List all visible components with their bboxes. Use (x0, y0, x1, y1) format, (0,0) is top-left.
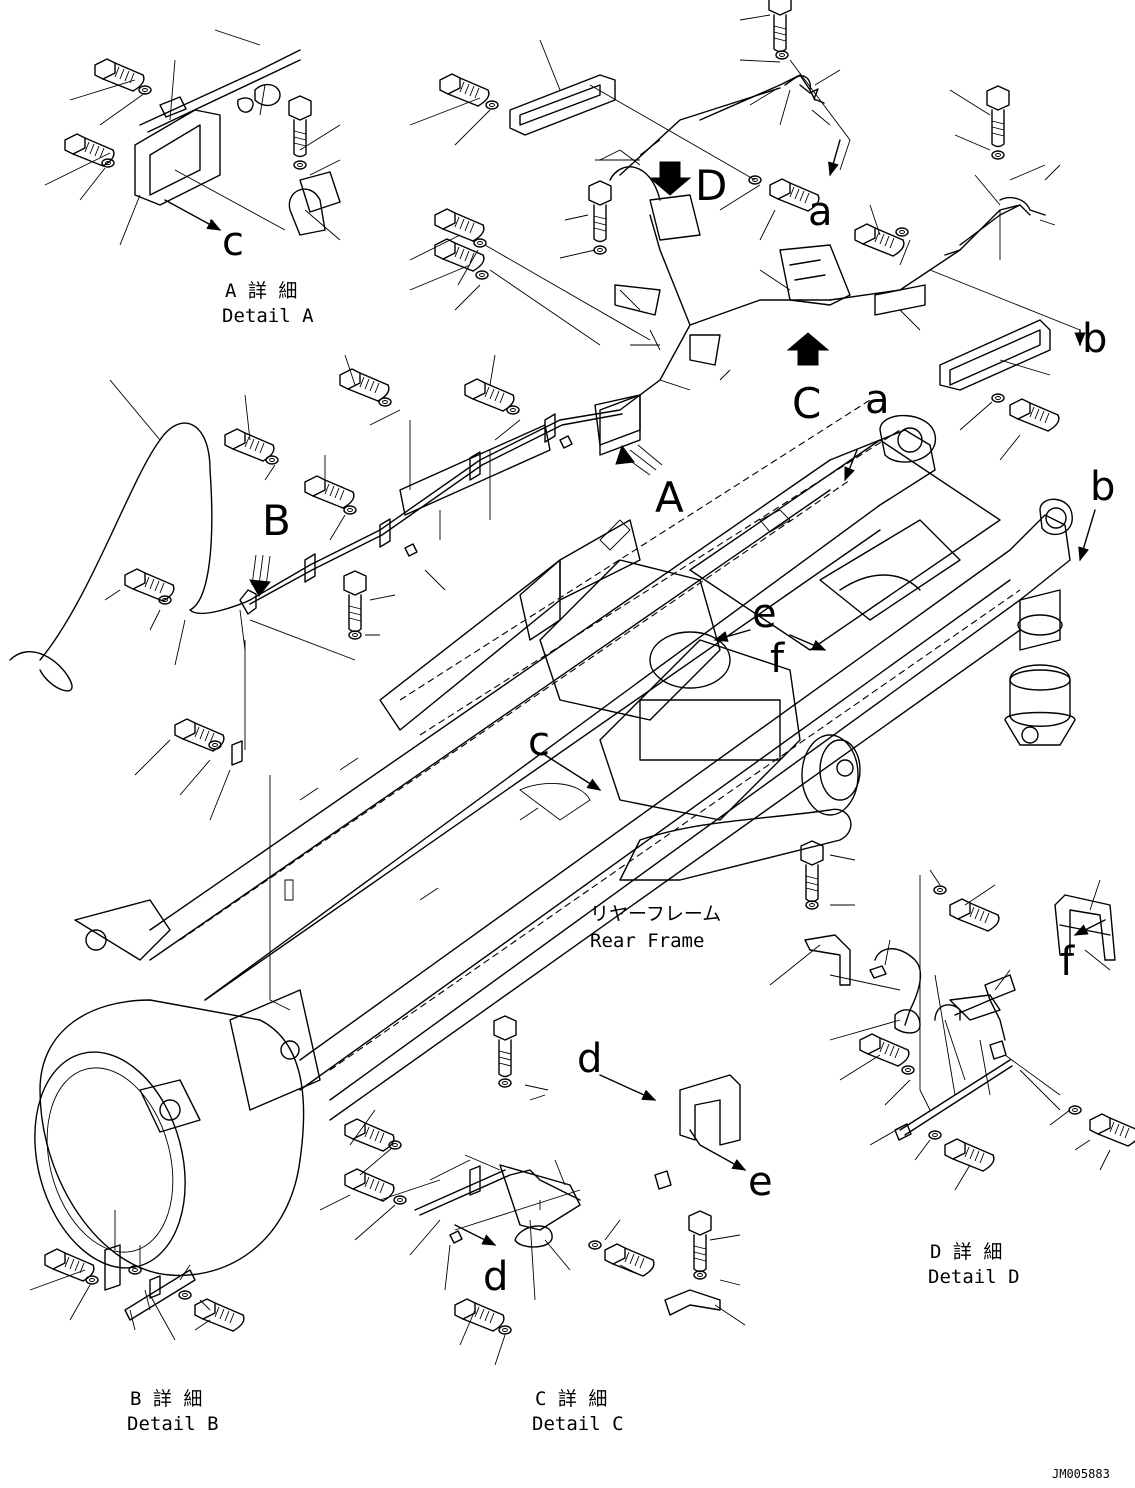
view-label-d: D (695, 161, 727, 210)
harness-fasteners (104, 208, 921, 1011)
view-label-b: B (262, 496, 291, 545)
caption-detail-b-en: Detail B (127, 1413, 219, 1435)
ref-label-c-frame: c (528, 719, 550, 765)
detail-d-upper (409, 0, 851, 346)
caption-detail-a-en: Detail A (222, 305, 314, 327)
frame-label-jp: リヤーフレーム (590, 903, 721, 925)
frame-label-en: Rear Frame (590, 930, 704, 952)
document-number: JM005883 (1052, 1467, 1110, 1481)
ref-label-c-detail-a: c (222, 219, 244, 265)
detail-b-upper (854, 85, 1086, 461)
detail-b (29, 1210, 245, 1341)
caption-detail-d-en: Detail D (928, 1266, 1020, 1288)
wiring-harness (9, 87, 1021, 692)
ref-label-b-top: b (1082, 316, 1107, 362)
ref-label-d-lower: d (483, 1254, 508, 1300)
ref-label-f-frame: f (770, 636, 785, 682)
ref-label-d-detail-c: d (577, 1036, 602, 1082)
ref-label-b-frame: b (1090, 464, 1115, 510)
detail-c (319, 1015, 747, 1366)
detail-d-lower (769, 840, 1135, 1191)
ref-label-a-frame: a (865, 377, 890, 423)
ref-label-e-detail-c: e (748, 1159, 773, 1205)
ref-label-e-frame: e (752, 591, 777, 637)
caption-detail-c-en: Detail C (532, 1413, 624, 1435)
view-arrows (249, 161, 1096, 791)
caption-detail-d-jp: D 詳 細 (930, 1241, 1002, 1263)
ref-label-a-top: a (808, 189, 833, 235)
detail-a (44, 29, 341, 246)
rear-frame (34, 399, 1076, 1277)
caption-detail-c-jp: C 詳 細 (535, 1388, 607, 1410)
view-label-a: A (655, 473, 684, 522)
labels: D C A B a b c a b e f c d e d f A 詳 細 De… (127, 161, 1115, 1481)
caption-detail-a-jp: A 詳 細 (225, 280, 297, 302)
caption-detail-b-jp: B 詳 細 (130, 1388, 202, 1410)
ref-label-f-detail-d: f (1060, 939, 1075, 985)
view-label-c: C (792, 379, 821, 428)
